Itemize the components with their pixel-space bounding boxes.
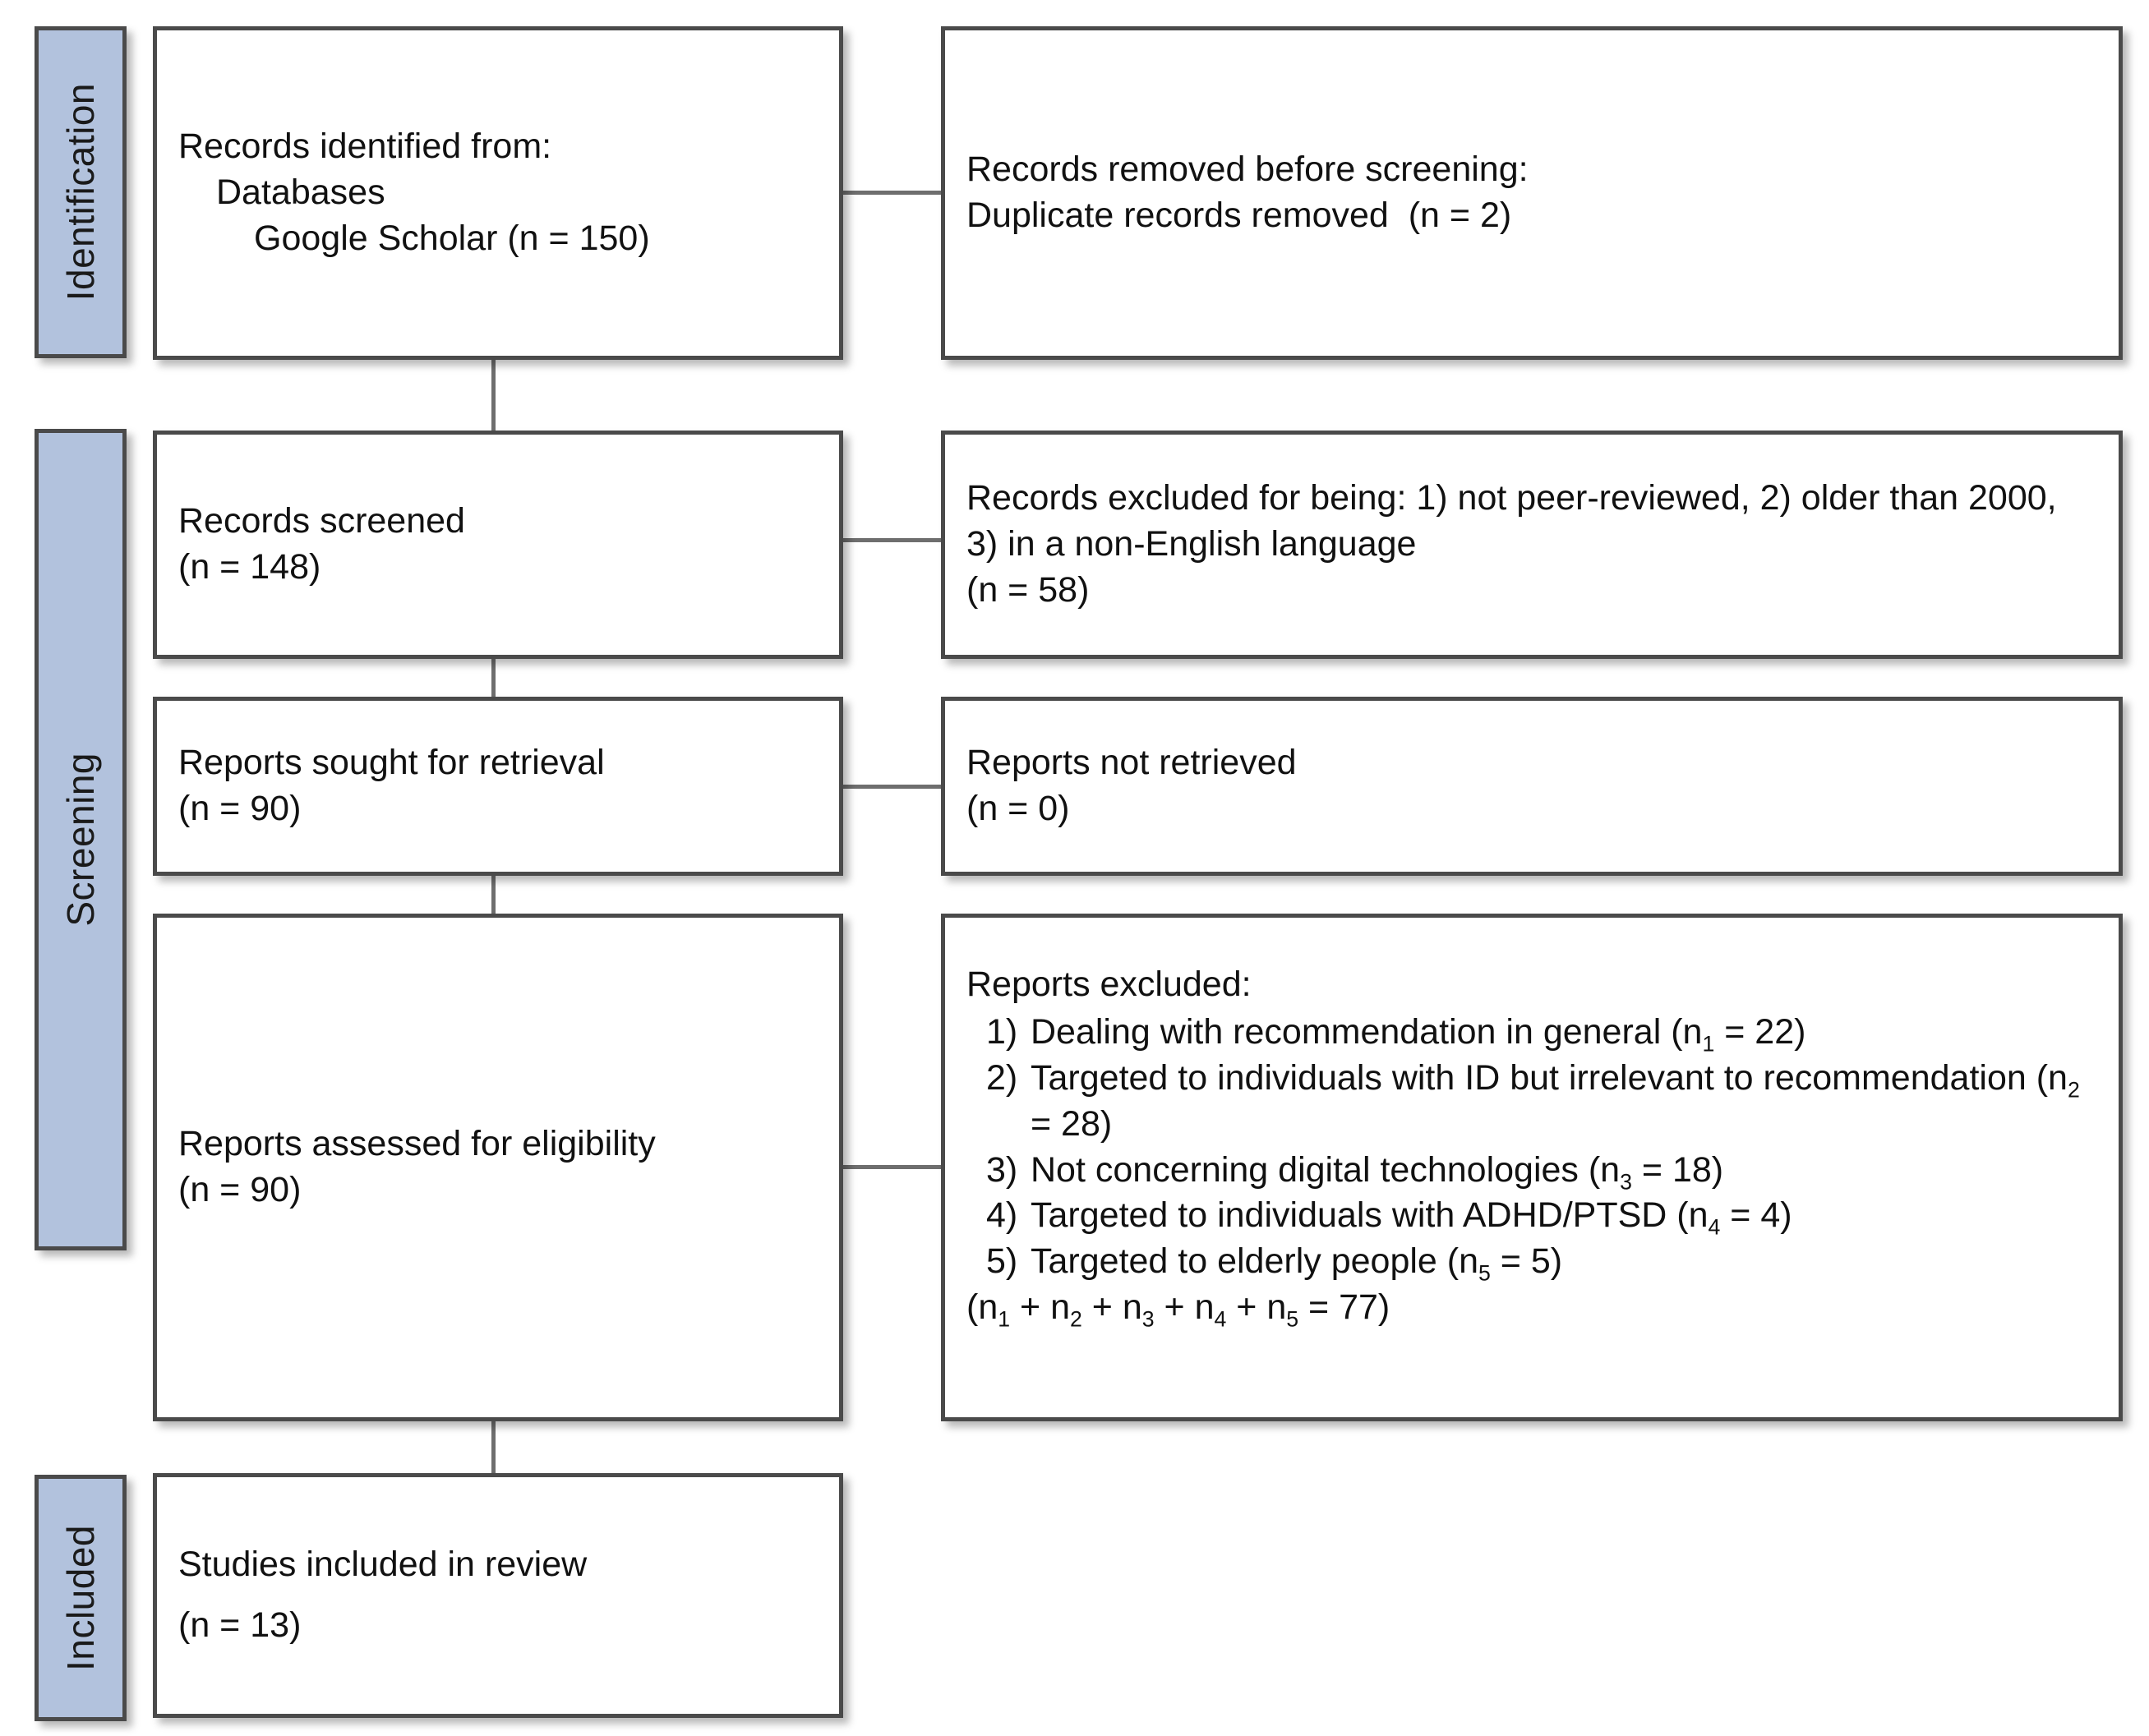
reports-excluded-heading: Reports excluded: [966,965,1252,1004]
box-records-screened: Records screened (n = 148) [153,431,843,659]
reports-excluded-total: (n1 + n2 + n3 + n4 + n5 = 77) [966,1287,1390,1332]
list-item: 1) Dealing with recommendation in genera… [966,1010,2097,1056]
stage-bar-included: Included [35,1475,127,1721]
records-identified-line3: Google Scholar (n = 150) [254,218,650,258]
reports-sought-line2: (n = 90) [178,789,302,828]
records-screened-line2: (n = 148) [178,547,321,587]
records-identified-line2: Databases [216,173,385,213]
connector-assessed-to-included [491,1420,496,1476]
stage-bar-screening: Screening [35,429,127,1250]
box-records-removed: Records removed before screening: Duplic… [941,26,2123,360]
list-item-text: Targeted to elderly people (n5 = 5) [1031,1241,1563,1286]
records-excluded-line1: Records excluded for being: 1) not peer-… [966,478,2057,564]
list-item: 3) Not concerning digital technologies (… [966,1148,2097,1194]
records-excluded-line2: (n = 58) [966,569,1090,610]
studies-included-line2: (n = 13) [178,1605,302,1645]
connector-screened-to-sought [491,657,496,698]
list-item-text: Targeted to individuals with ID but irre… [1031,1057,2080,1144]
reports-assessed-line2: (n = 90) [178,1170,302,1209]
list-item: 4) Targeted to individuals with ADHD/PTS… [966,1193,2097,1239]
reports-not-retrieved-line1: Reports not retrieved [966,743,1297,783]
records-removed-line2: Duplicate records removed (n = 2) [966,196,1512,235]
list-item: 2) Targeted to individuals with ID but i… [966,1056,2097,1148]
stage-label-identification: Identification [59,83,102,302]
connector-screened-to-excluded [842,538,941,542]
reports-excluded-list: 1) Dealing with recommendation in genera… [966,1010,2097,1285]
stage-label-included: Included [59,1525,102,1671]
reports-assessed-line1: Reports assessed for eligibility [178,1124,656,1164]
box-records-excluded: Records excluded for being: 1) not peer-… [941,431,2123,659]
list-item: 5) Targeted to elderly people (n5 = 5) [966,1239,2097,1285]
stage-bar-identification: Identification [35,26,127,358]
records-screened-line1: Records screened [178,501,465,541]
box-reports-excluded: Reports excluded: 1) Dealing with recomm… [941,914,2123,1421]
list-item-number: 1) [986,1011,1018,1052]
box-reports-sought: Reports sought for retrieval (n = 90) [153,697,843,876]
box-reports-assessed: Reports assessed for eligibility (n = 90… [153,914,843,1421]
box-records-identified: Records identified from: Databases Googl… [153,26,843,360]
connector-assessed-to-reports-excluded [842,1165,941,1169]
studies-included-line1: Studies included in review [178,1545,588,1585]
stage-label-screening: Screening [59,753,102,927]
records-removed-line1: Records removed before screening: [966,150,1529,190]
connector-identified-to-removed [842,191,941,195]
list-item-number: 3) [986,1149,1018,1190]
reports-not-retrieved-line2: (n = 0) [966,789,1070,828]
box-studies-included: Studies included in review (n = 13) [153,1473,843,1718]
records-identified-line1: Records identified from: [178,127,552,167]
list-item-text: Targeted to individuals with ADHD/PTSD (… [1031,1195,1792,1241]
list-item-number: 4) [986,1195,1018,1236]
list-item-text: Dealing with recommendation in general (… [1031,1011,1806,1057]
list-item-number: 5) [986,1241,1018,1282]
connector-sought-to-not-retrieved [842,785,941,789]
connector-sought-to-assessed [491,875,496,916]
connector-identified-to-screened [491,360,496,432]
list-item-number: 2) [986,1057,1018,1098]
box-reports-not-retrieved: Reports not retrieved (n = 0) [941,697,2123,876]
reports-sought-line1: Reports sought for retrieval [178,743,605,783]
list-item-text: Not concerning digital technologies (n3 … [1031,1149,1724,1195]
